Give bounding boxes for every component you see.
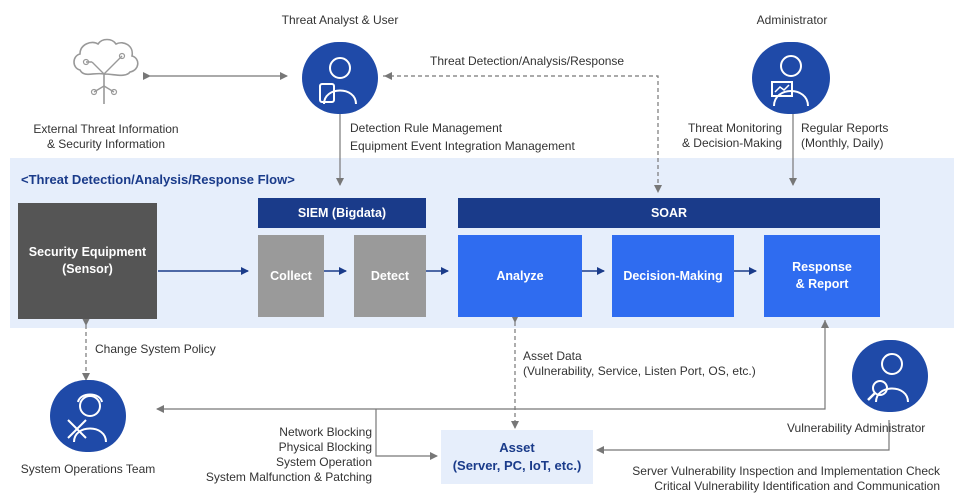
detection-rule-label: Detection Rule Management [350,121,503,135]
flow-title: <Threat Detection/Analysis/Response Flow… [21,172,295,187]
vuln-actions-label: Server Vulnerability Inspection and Impl… [570,464,940,494]
external-info-line2: & Security Information [46,137,166,151]
ops-action-2: Physical Blocking [278,440,372,454]
ops-actions-label: Network Blocking Physical Blocking Syste… [160,425,372,485]
asset-subtitle: (Server, PC, IoT, etc.) [452,458,582,473]
external-info-line1: External Threat Information [33,122,179,136]
detect-box: Detect [354,235,426,317]
vuln-action-2: Critical Vulnerability Identification an… [654,479,940,493]
asset-data-line2: (Vulnerability, Service, Listen Port, OS… [523,364,756,378]
response-line1: Response [792,260,852,274]
asset-data-label: Asset Data (Vulnerability, Service, List… [523,349,756,379]
analyst-icon [302,42,378,114]
brain-circuit-icon [64,34,144,112]
threat-monitoring-line2: & Decision-Making [681,136,782,150]
asset-title: Asset [499,440,535,455]
equipment-event-label: Equipment Event Integration Management [350,139,575,153]
external-info-label: External Threat Information & Security I… [6,122,206,152]
vulnerability-admin-icon [852,340,928,412]
siem-header: SIEM (Bigdata) [258,198,426,228]
administrator-label: Administrator [756,13,828,27]
ops-action-3: System Operation [275,455,372,469]
sensor-line2: (Sensor) [62,262,113,276]
vuln-action-1: Server Vulnerability Inspection and Impl… [632,464,940,478]
regular-reports-label: Regular Reports (Monthly, Daily) [801,121,888,151]
decision-making-box: Decision-Making [612,235,734,317]
change-policy-label: Change System Policy [95,342,216,356]
vulnerability-admin-label: Vulnerability Administrator [787,421,926,435]
soar-header: SOAR [458,198,880,228]
threat-detection-label: Threat Detection/Analysis/Response [430,54,625,68]
operator-icon [50,380,126,452]
security-equipment-box: Security Equipment (Sensor) [18,203,157,319]
asset-box: Asset (Server, PC, IoT, etc.) [441,430,593,484]
ops-action-4: System Malfunction & Patching [205,470,372,484]
ops-action-1: Network Blocking [279,425,372,439]
analyze-box: Analyze [458,235,582,317]
asset-data-line1: Asset Data [523,349,582,363]
operator-label: System Operations Team [20,462,156,476]
regular-reports-line2: (Monthly, Daily) [801,136,884,150]
response-line2: & Report [795,277,849,291]
regular-reports-line1: Regular Reports [801,121,889,135]
threat-monitoring-label: Threat Monitoring & Decision-Making [600,121,782,151]
response-report-box: Response & Report [764,235,880,317]
sensor-line1: Security Equipment [28,245,147,259]
threat-monitoring-line1: Threat Monitoring [687,121,782,135]
collect-box: Collect [258,235,324,317]
analyst-label: Threat Analyst & User [281,13,399,27]
administrator-icon [752,42,830,114]
